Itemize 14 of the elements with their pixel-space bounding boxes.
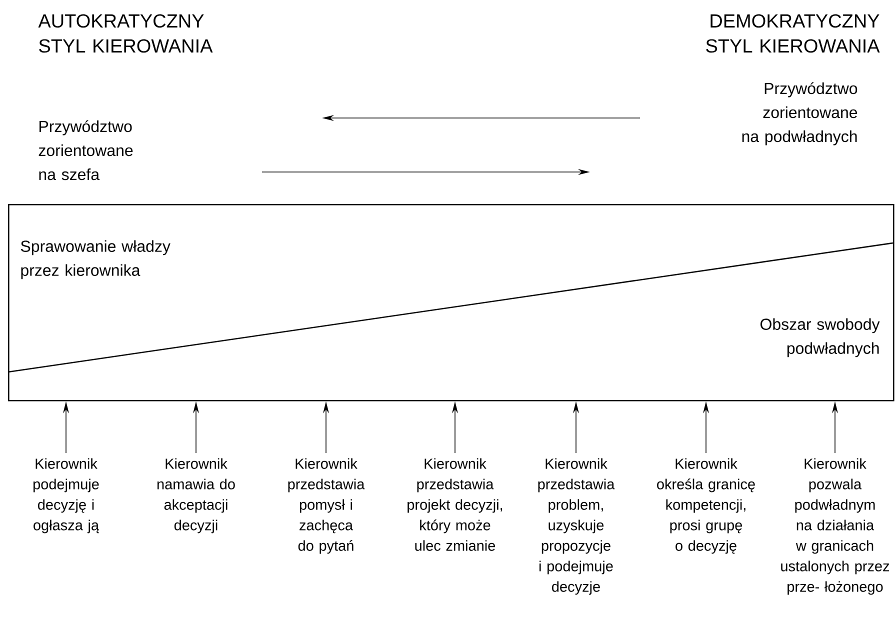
step-text: Kierownik przedstawia projekt decyzji, który może ulec zmianie [408,458,502,551]
step-text: Kierownik podejmuje decyzję i ogłasza ją [34,458,100,534]
step-text: Kierownik przedstawia problem, uzyskuje propozycje i podejmuje decyzje [538,458,615,595]
step-text: Kierownik namawia do akceptacji decyzji [157,458,235,534]
heading-text: DEMOKRATYCZNY STYL KIEROWANIA [706,14,880,53]
step-text: Kierownik pozwala podwładnym na działania w granicach ustalonych przez prze- łożonego [781,458,890,595]
step-text: Kierownik określa granicę kompetencji, prosi grupę o decyzję [657,458,755,554]
frame-box [8,204,894,402]
region-label: Obszar swobody podwładnych [760,318,880,358]
heading-text: Przywództwo zorientowane na podwładnych [742,82,858,146]
step-text: Kierownik przedstawia pomysł i zachęca do pytań [288,458,365,554]
region-label: Sprawowanie władzy przez kierownika [20,240,170,280]
heading-text: Przywództwo zorientowane na szefa [38,120,133,180]
heading-text: AUTOKRATYCZNY STYL KIEROWANIA [38,14,213,53]
